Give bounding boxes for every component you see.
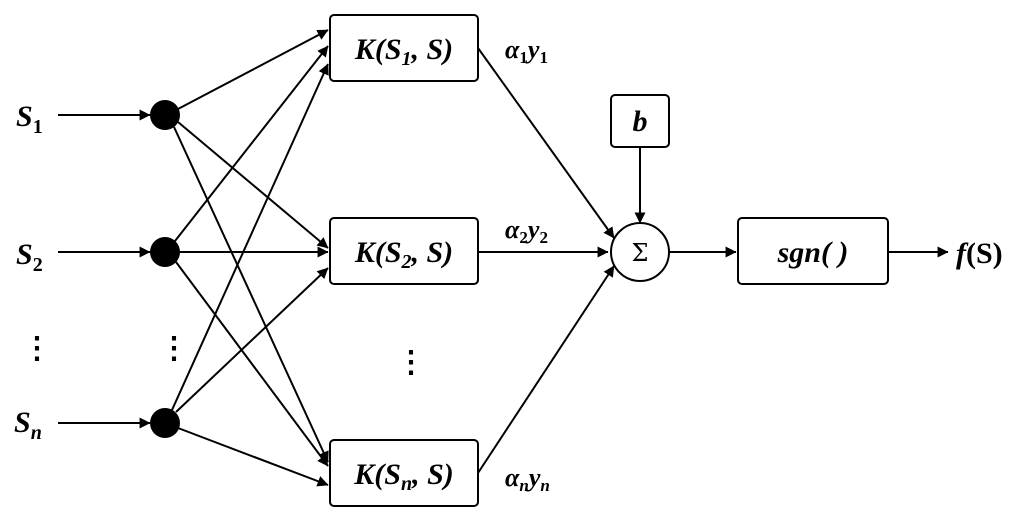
edge-kn-sum bbox=[477, 265, 615, 474]
weight-label-2: α2y2 bbox=[505, 215, 548, 247]
edge-k1-sum bbox=[477, 47, 615, 239]
input-label-sn: Sn bbox=[14, 406, 42, 444]
kernel-ellipsis: ⋮ bbox=[396, 346, 426, 379]
input-node-1 bbox=[150, 100, 180, 130]
input-ellipsis: ⋮ bbox=[22, 332, 52, 365]
kernel-label-1: K(S1, S) bbox=[354, 33, 453, 70]
input-label-s1: S1 bbox=[16, 100, 43, 138]
bias-label: b bbox=[633, 105, 648, 138]
input-node-n bbox=[150, 408, 180, 438]
weight-label-n: αnyn bbox=[505, 463, 550, 495]
edge-nn-k2 bbox=[175, 267, 329, 413]
edge-n1-k1 bbox=[177, 29, 329, 110]
input-node-2 bbox=[150, 237, 180, 267]
edge-nn-k1 bbox=[171, 63, 329, 411]
sgn-label: sgn( ) bbox=[777, 236, 849, 269]
edge-nn-kn bbox=[177, 427, 329, 487]
kernel-label-n: K(Sn, S) bbox=[353, 458, 454, 495]
weight-label-1: α1y1 bbox=[505, 35, 548, 67]
edge-n1-k2 bbox=[177, 121, 329, 249]
sigma-symbol: Σ bbox=[632, 239, 649, 267]
input-label-s2: S2 bbox=[16, 238, 43, 276]
node-ellipsis: ⋮ bbox=[159, 332, 189, 365]
kernel-label-2: K(S2, S) bbox=[354, 236, 453, 273]
output-label: f(S) bbox=[956, 237, 1003, 270]
edge-n2-kn bbox=[175, 261, 329, 467]
edge-n1-kn bbox=[173, 126, 329, 463]
edge-n2-k1 bbox=[174, 45, 329, 242]
